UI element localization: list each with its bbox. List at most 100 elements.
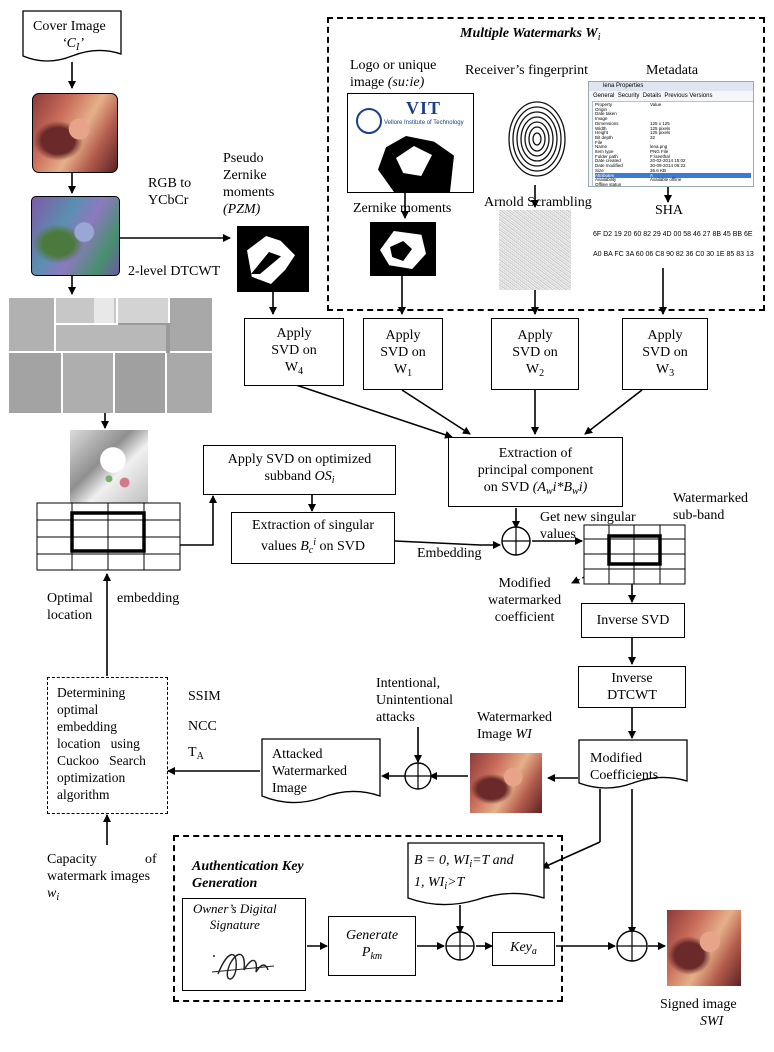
fingerprint-label: Receiver’s fingerprint bbox=[465, 63, 588, 78]
arrow-w3-to-extract bbox=[584, 389, 643, 435]
capacity-w-label: wi bbox=[47, 886, 60, 903]
embedding-label: Embedding bbox=[417, 546, 482, 561]
location-label: location bbox=[47, 608, 93, 623]
multiple-watermarks-box bbox=[327, 17, 765, 311]
metadata-row: Origin bbox=[595, 106, 608, 112]
metadata-row: Image bbox=[595, 116, 608, 122]
watermarked-subband-grid bbox=[583, 524, 686, 585]
embedding-location-label: embedding bbox=[117, 591, 180, 606]
ncc-label: NCC bbox=[188, 719, 217, 734]
signature-scribble-icon bbox=[211, 953, 275, 980]
metadata-row: File bbox=[595, 139, 603, 145]
authentication-key-box bbox=[173, 835, 563, 1002]
extraction-pc-box: Extraction of principal component on SVD… bbox=[448, 437, 623, 507]
metadata-dialog-title: lena Properties bbox=[589, 82, 753, 91]
owners-signature-label: Owner’s Digital Signature bbox=[193, 901, 277, 932]
cover-image-var: ‘CI’ bbox=[62, 36, 85, 53]
dtcwt-subbands-image bbox=[9, 298, 212, 413]
pzm-image bbox=[237, 226, 309, 292]
metadata-row: Offline status bbox=[595, 181, 622, 187]
authentication-key-title: Authentication Key Generation bbox=[192, 859, 304, 891]
determining-box bbox=[47, 677, 168, 814]
ta-label: TA bbox=[188, 745, 204, 762]
logo-label: Logo or unique image (su:ie) bbox=[350, 58, 437, 90]
swi-label: SWI bbox=[700, 1014, 724, 1029]
sha-hash-line-1: 6F D2 19 20 60 82 29 4D 00 58 46 27 8B 4… bbox=[593, 231, 753, 238]
zernike-image bbox=[370, 222, 436, 276]
modified-wm-coef-label: Modified watermarked coefficient bbox=[488, 576, 562, 625]
fingerprint-icon bbox=[508, 101, 566, 177]
arnold-label: Arnold Scrambling bbox=[484, 195, 592, 210]
inverse-dtcwt-box: Inverse DTCWT bbox=[578, 666, 686, 708]
capacity-of-label: of bbox=[145, 852, 157, 867]
subband-grid bbox=[36, 502, 181, 571]
vit-emblem-icon bbox=[356, 108, 382, 134]
lena-ycbcr-image bbox=[31, 196, 120, 276]
get-new-sv-label: Get new singular values bbox=[540, 510, 636, 542]
sum-attack-circle bbox=[404, 762, 432, 790]
cover-image-label: Cover Image bbox=[33, 19, 106, 34]
watermarked-subband-label: Watermarked sub-band bbox=[673, 491, 749, 523]
extraction-sv-box: Extraction of singular values Bci on SVD bbox=[231, 512, 395, 564]
apply-svd-optimized-box: Apply SVD on optimized subband OSi bbox=[203, 445, 396, 495]
arrow-w1-to-extract bbox=[401, 389, 471, 435]
signed-lena-image bbox=[667, 910, 741, 986]
metadata-row: Date taken bbox=[595, 111, 617, 117]
optimal-label: Optimal bbox=[47, 591, 93, 606]
pzm-abbr: (PZM) bbox=[223, 202, 261, 217]
zernike-label: Zernike moments bbox=[353, 201, 452, 216]
ssim-label: SSIM bbox=[188, 689, 221, 704]
sum-embed-circle bbox=[501, 526, 531, 556]
inverse-svd-box: Inverse SVD bbox=[581, 603, 685, 638]
b-rule-line-2: 1, WIi>T bbox=[414, 875, 465, 892]
metadata-dialog-image: lena Properties General Security Details… bbox=[588, 81, 754, 187]
arrow-w4-to-extract bbox=[292, 383, 453, 439]
lena-cover-image bbox=[32, 93, 118, 173]
vit-logo-image: VIT Vellore Institute of Technology bbox=[347, 93, 474, 193]
metadata-label: Metadata bbox=[646, 63, 699, 78]
fingerprint-image bbox=[496, 93, 578, 185]
determining-text: Determining optimal embedding location u… bbox=[57, 685, 146, 802]
key-box: Keya bbox=[492, 932, 555, 966]
attacks-label: Intentional, Unintentional attacks bbox=[376, 676, 453, 725]
attacked-image-label: Attacked Watermarked Image bbox=[272, 747, 348, 796]
optimized-subband-image bbox=[70, 430, 148, 505]
signed-image-label: Signed image bbox=[660, 997, 737, 1012]
vit-text: VIT bbox=[406, 98, 442, 118]
sha-label: SHA bbox=[655, 203, 684, 218]
vit-subtitle: Vellore Institute of Technology bbox=[384, 120, 464, 126]
rgb-to-ycbcr-label: RGB to YCbCr bbox=[148, 176, 192, 208]
metadata-tabs: General Security Details Previous Versio… bbox=[593, 93, 713, 99]
arrow-grid-to-applysvd bbox=[180, 495, 217, 546]
owners-signature-box bbox=[182, 898, 306, 991]
capacity-watermark-label: watermark images bbox=[47, 869, 151, 884]
modified-coefficients-label: Modified Coefficients bbox=[590, 751, 659, 783]
cover-image-doc bbox=[22, 10, 122, 62]
sha-hash-line-2: A0 BA FC 3A 60 06 C8 90 82 36 C0 30 1E 8… bbox=[593, 251, 754, 258]
modified-coefficients-doc bbox=[578, 739, 688, 789]
pzm-label: Pseudo Zernike moments bbox=[223, 151, 275, 200]
watermarked-image-label: Watermarked Image WI bbox=[477, 710, 553, 742]
arnold-scrambled-image bbox=[499, 210, 571, 290]
b-rule-line-1: B = 0, WIi=T and bbox=[414, 853, 514, 870]
attacked-image-doc bbox=[261, 738, 381, 804]
b-rule-doc bbox=[407, 842, 545, 906]
watermarked-lena-image bbox=[470, 753, 542, 813]
